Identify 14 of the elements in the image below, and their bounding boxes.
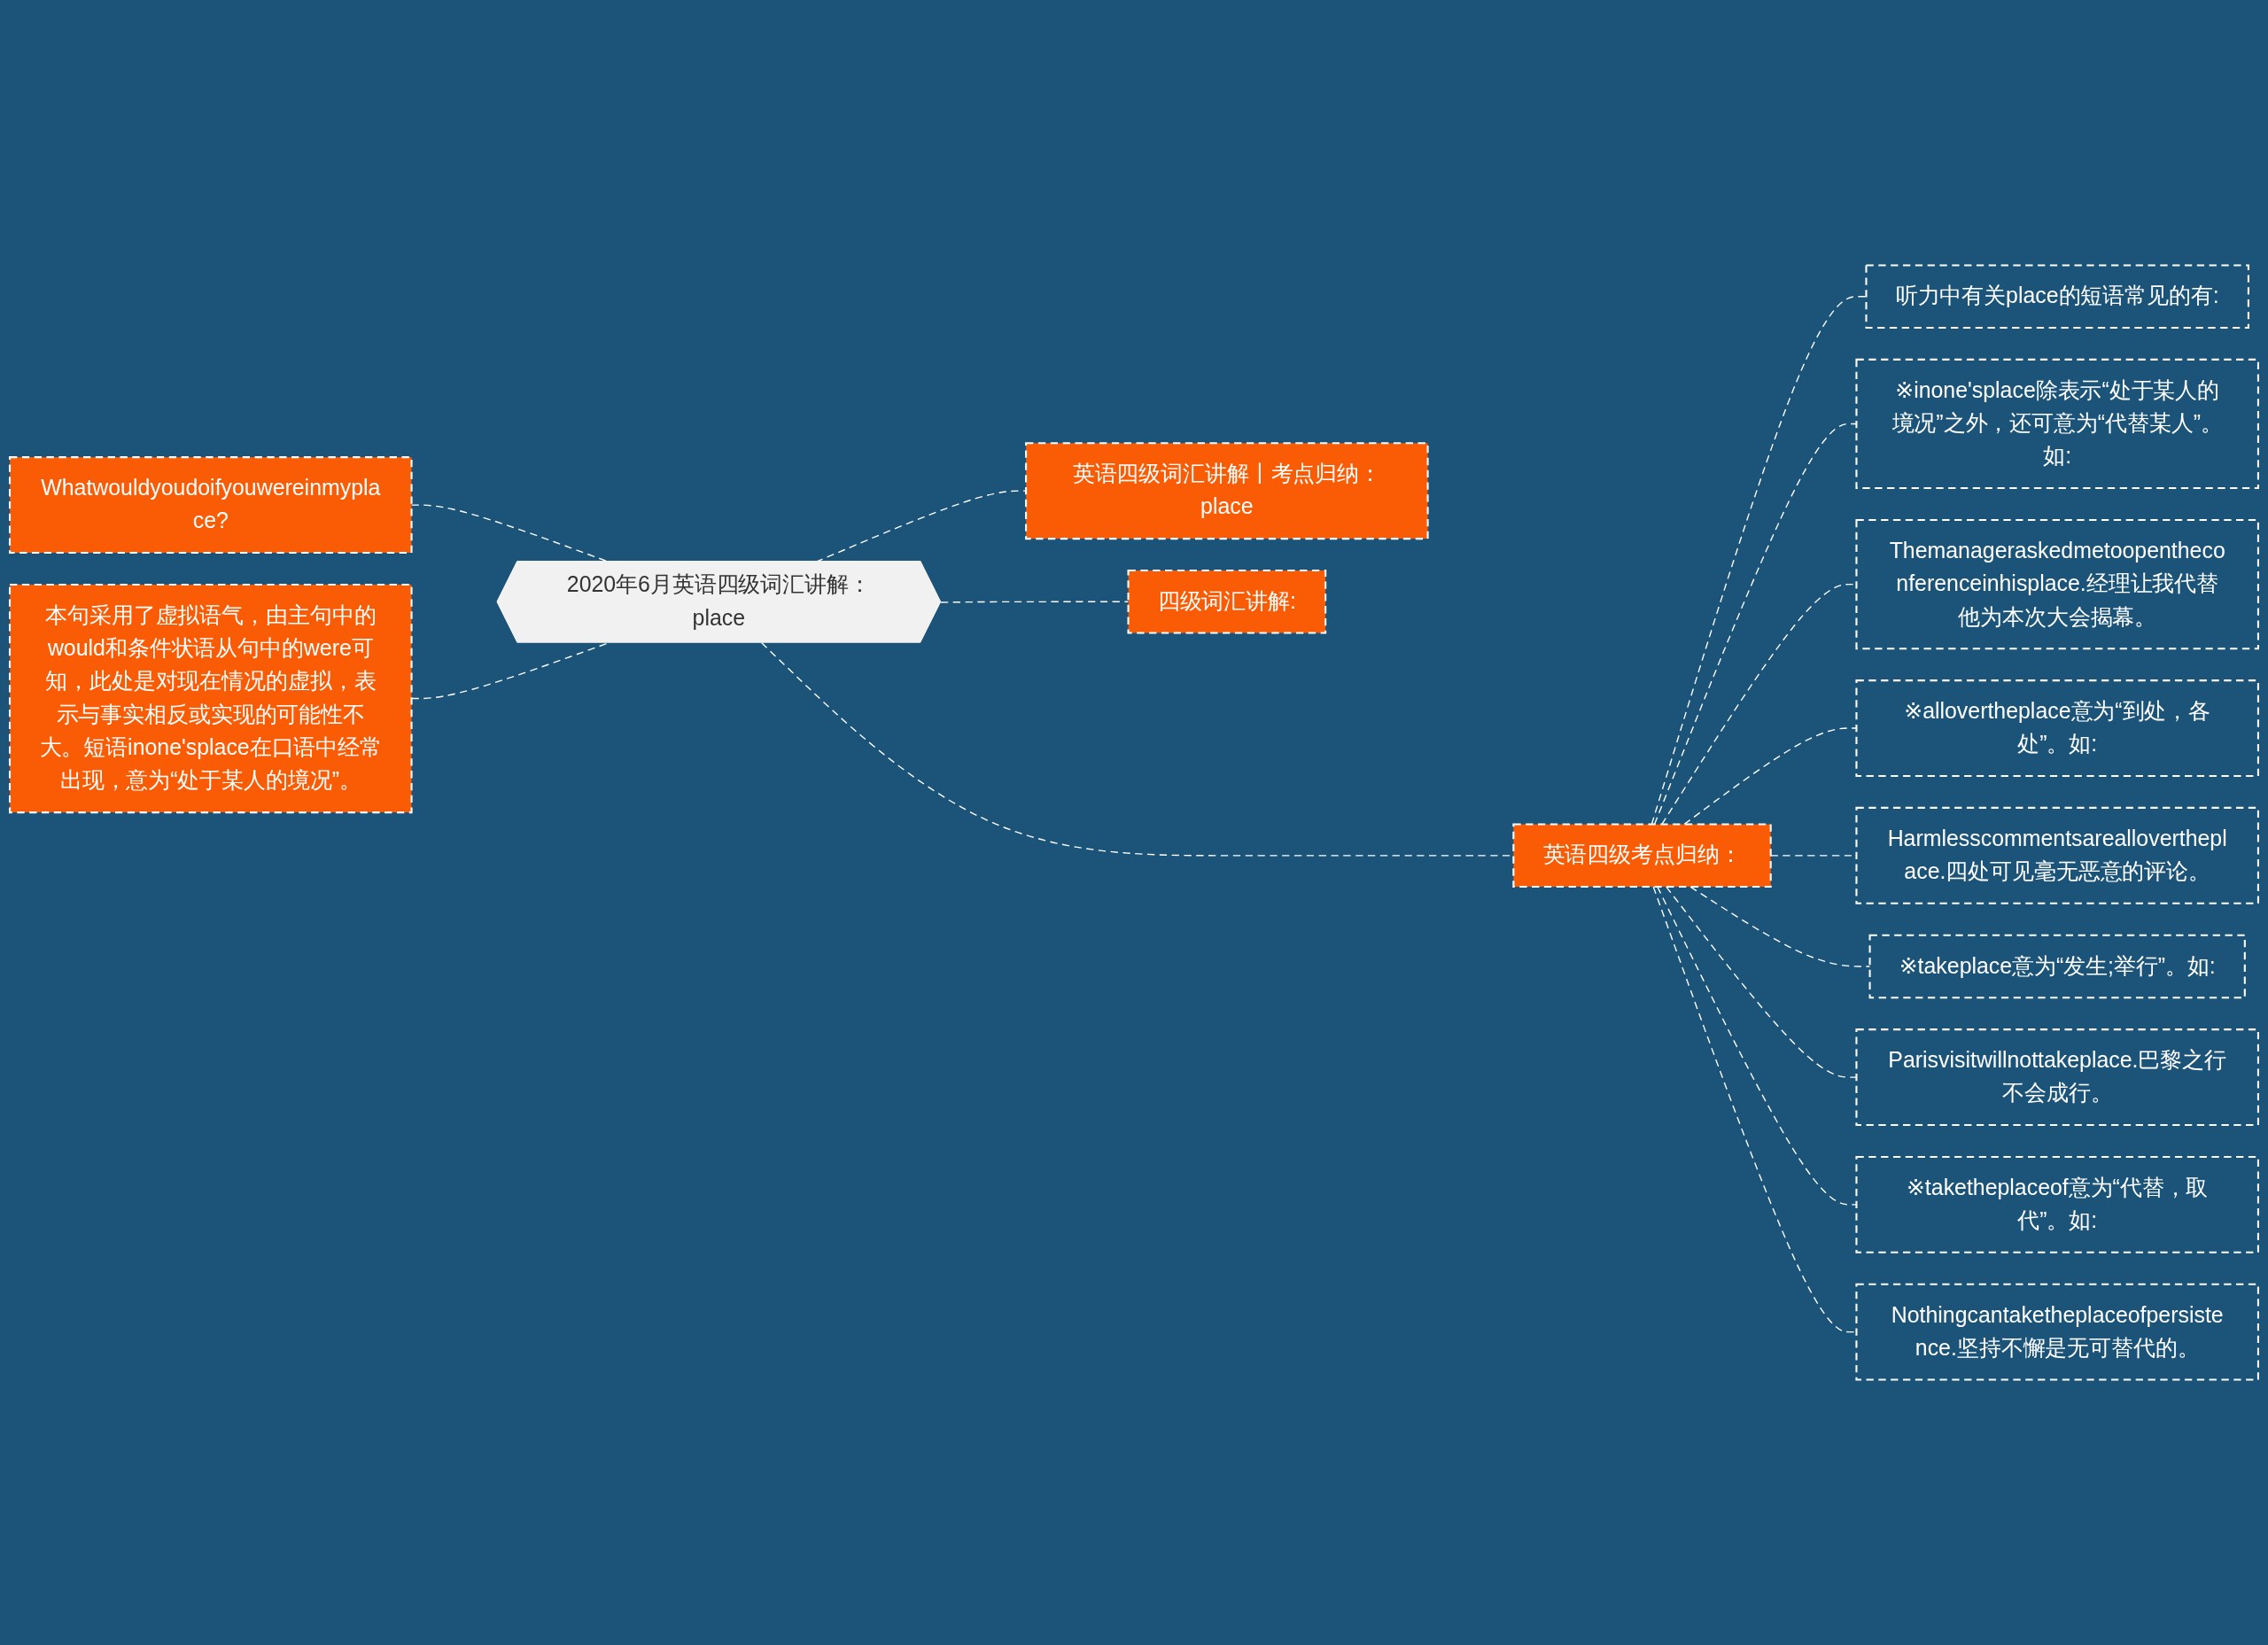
node-box: Parisvisitwillnottakeplace.巴黎之行不会成行。 xyxy=(1855,1028,2259,1127)
node-box: Nothingcantaketheplaceofpersistence.坚持不懈是无可替代的。 xyxy=(1855,1283,2259,1381)
node-box: Themanageraskedmetoopentheconferenceinhisplace.经理让我代替他为本次大会揭幕。 xyxy=(1855,518,2259,650)
node-box: 本句采用了虚拟语气，由主句中的would和条件状语从句中的were可知，此处是对现在情况的虚拟，表示与事实相反或实现的可能性不大。短语inone'splace在口语中经常出现，意为“处于某人的境况”。 xyxy=(9,583,413,814)
node-box: 英语四级考点归纳： xyxy=(1512,823,1772,888)
node-box: Harmlesscommentsareallovertheplace.四处可见毫无恶意的评论。 xyxy=(1855,806,2259,904)
node-box: ※takeplace意为“发生;举行”。如: xyxy=(1868,934,2246,999)
node-box: 英语四级词汇讲解丨考点归纳：place xyxy=(1025,442,1429,540)
node-box: 四级词汇讲解: xyxy=(1127,570,1327,634)
node-box: ※taketheplaceof意为“代替，取代”。如: xyxy=(1855,1155,2259,1253)
node-box: 听力中有关place的短语常见的有: xyxy=(1865,264,2249,329)
node-box: ※allovertheplace意为“到处，各处”。如: xyxy=(1855,679,2259,777)
node-box: Whatwouldyoudoifyouwereinmyplace? xyxy=(9,456,413,555)
node-box: ※inone'splace除表示“处于某人的境况”之外，还可意为“代替某人”。如: xyxy=(1855,358,2259,490)
